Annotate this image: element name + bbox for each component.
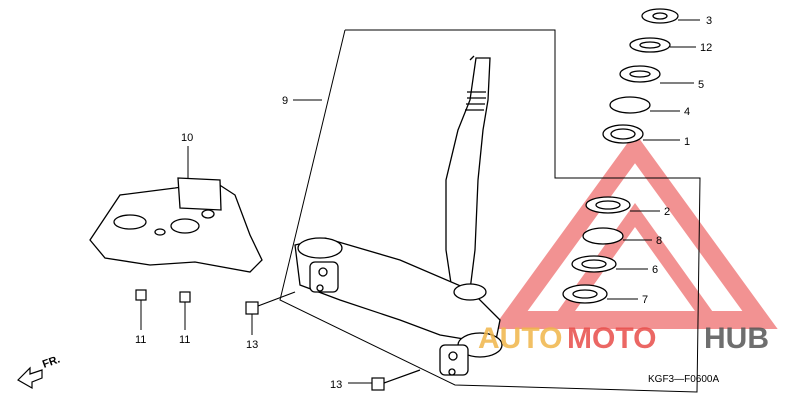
front-direction-indicator: FR. <box>17 353 62 390</box>
callout-13-upper: 13 <box>246 339 258 351</box>
callout-11-right: 11 <box>179 334 190 346</box>
watermark-wordmark: AUTO MOTO HUB <box>478 322 769 355</box>
lower-triple-clamp <box>294 237 503 376</box>
callout-6: 6 <box>652 264 658 276</box>
callout-11-left: 11 <box>135 334 146 346</box>
part-8-ball-race <box>582 227 624 245</box>
watermark-logo <box>492 132 778 329</box>
part-4-ball-race <box>609 96 651 114</box>
callout-2: 2 <box>664 206 670 218</box>
front-label: FR. <box>41 353 62 370</box>
bolt-13-upper <box>245 301 259 315</box>
callouts: 3 12 5 4 1 2 8 6 7 9 10 11 11 13 13 <box>135 15 712 391</box>
callout-1: 1 <box>684 136 690 148</box>
bearing-stack <box>562 8 679 304</box>
callout-7: 7 <box>642 294 648 306</box>
handlebar-cover <box>89 177 263 273</box>
bolt-11-right <box>179 291 191 303</box>
bolt-13-lower <box>371 377 385 391</box>
callout-13-lower: 13 <box>330 379 342 391</box>
callout-8: 8 <box>656 235 662 247</box>
watermark-moto: MOTO <box>567 322 656 355</box>
callout-4: 4 <box>684 106 690 118</box>
bolt-11-left <box>135 289 147 301</box>
assembly-frame <box>279 29 701 393</box>
leader-lines <box>140 19 700 384</box>
watermark-hub: HUB <box>704 322 769 355</box>
callout-12: 12 <box>700 42 712 54</box>
diagram-code: KGF3—F0600A <box>648 374 719 385</box>
callout-9: 9 <box>282 95 288 107</box>
bolts <box>135 289 421 391</box>
callout-10: 10 <box>181 132 193 144</box>
callout-3: 3 <box>706 15 712 27</box>
front-arrow-icon <box>17 366 43 390</box>
callout-5: 5 <box>698 79 704 91</box>
steering-stem <box>445 55 491 291</box>
watermark-auto: AUTO <box>478 322 562 355</box>
watermark-triangle-outer <box>492 132 778 329</box>
